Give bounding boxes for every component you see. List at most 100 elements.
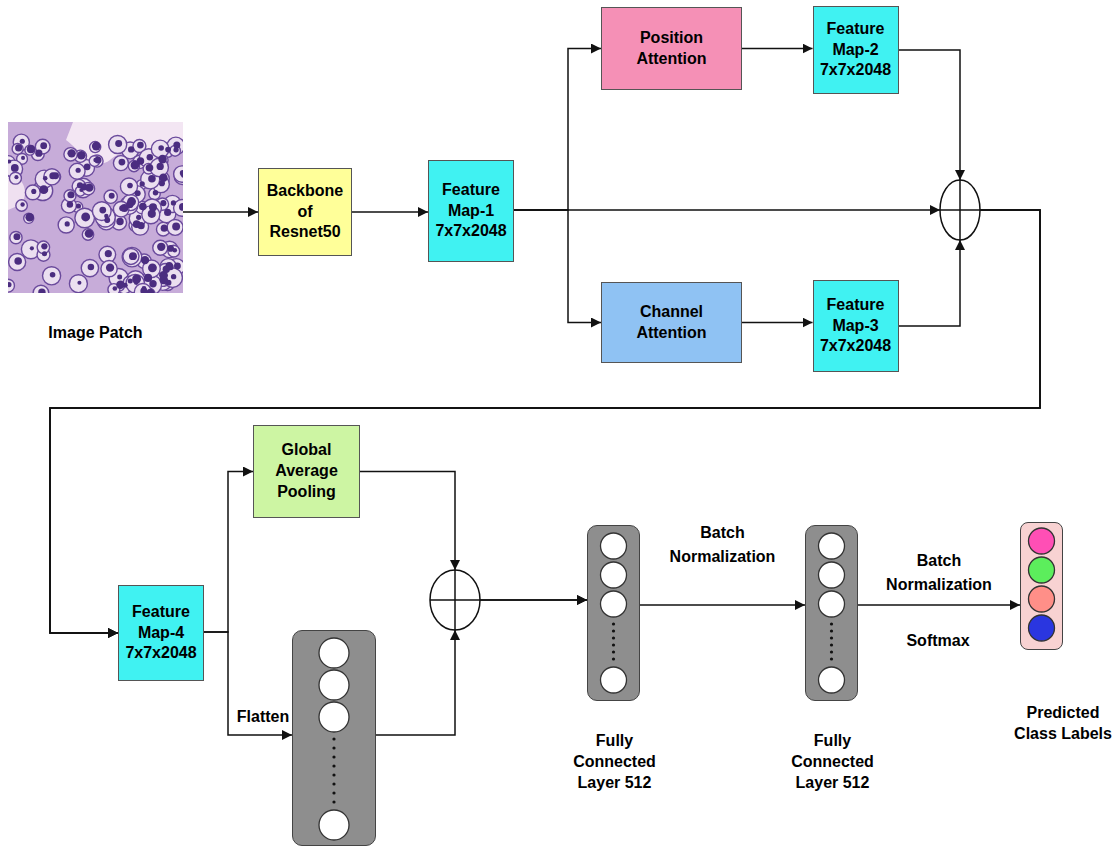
cell-nucleus bbox=[21, 156, 25, 160]
cell-nucleus bbox=[50, 272, 56, 278]
arrow-head bbox=[450, 630, 460, 640]
ellipsis-dot bbox=[612, 657, 615, 660]
node-label: Feature Map-3 7x7x2048 bbox=[818, 295, 894, 357]
cell-shape bbox=[75, 208, 95, 228]
cell-shape bbox=[10, 232, 22, 244]
cell-shape bbox=[8, 279, 14, 292]
ellipsis-dot bbox=[332, 791, 335, 794]
cell-nucleus bbox=[158, 145, 164, 151]
connector-arrow bbox=[376, 600, 587, 735]
cell-nucleus bbox=[160, 200, 166, 206]
cell-nucleus bbox=[99, 207, 106, 214]
ellipsis-dot bbox=[332, 764, 335, 767]
operation-label: Softmax bbox=[888, 631, 988, 652]
cell-nucleus bbox=[35, 150, 42, 157]
cell-nucleus bbox=[130, 253, 135, 258]
ellipsis-dot bbox=[612, 643, 615, 646]
cell-nucleus bbox=[135, 190, 141, 196]
cell-shape bbox=[122, 247, 142, 267]
cell-nucleus bbox=[161, 225, 168, 232]
cell-shape bbox=[12, 143, 23, 154]
cell-nucleus bbox=[138, 222, 145, 229]
node-label: Position Attention bbox=[617, 28, 727, 70]
cell-shape bbox=[104, 190, 117, 203]
cell-shape bbox=[43, 267, 61, 285]
ellipsis-dot bbox=[830, 622, 833, 625]
cell-nucleus bbox=[104, 217, 110, 223]
arrow-head bbox=[955, 170, 965, 180]
cell-shape bbox=[113, 156, 128, 171]
cell-nucleus bbox=[171, 274, 176, 279]
plus-sign bbox=[430, 599, 480, 601]
cell-nucleus bbox=[30, 246, 34, 250]
node-label: Global Average Pooling bbox=[261, 440, 353, 502]
cell-nucleus bbox=[153, 190, 158, 195]
cell-nucleus bbox=[113, 286, 118, 291]
ellipsis-dot bbox=[612, 622, 615, 625]
image-patch: Image Patch bbox=[8, 122, 183, 293]
cell-nucleus bbox=[128, 146, 134, 152]
cell-shape bbox=[167, 220, 183, 236]
node-label: Feature Map-4 7x7x2048 bbox=[123, 602, 199, 664]
connector-arrow bbox=[640, 604, 805, 606]
cell-nucleus bbox=[147, 154, 154, 161]
cell-nucleus bbox=[164, 209, 171, 216]
ellipsis-dot bbox=[830, 657, 833, 660]
dense-layer: Fully Connected Layer 512 bbox=[587, 525, 640, 701]
cell-nucleus bbox=[131, 161, 140, 170]
sum-junction bbox=[430, 570, 480, 630]
sum-junction bbox=[940, 180, 980, 240]
cell-nucleus bbox=[172, 248, 177, 253]
cell-shape bbox=[25, 185, 40, 200]
neuron-circle bbox=[819, 591, 845, 617]
neuron-circle bbox=[601, 533, 627, 559]
neuron-circle bbox=[319, 810, 349, 840]
ellipsis-dot bbox=[830, 636, 833, 639]
node-label: Backbone of Resnet50 bbox=[264, 181, 346, 243]
cell-nucleus bbox=[119, 159, 126, 166]
cell-shape bbox=[69, 275, 87, 293]
cell-shape bbox=[153, 240, 168, 255]
histology-image bbox=[8, 122, 183, 293]
neuron-circle bbox=[819, 562, 845, 588]
neuron-column bbox=[1021, 523, 1062, 649]
node-label: Fully Connected Layer 512 bbox=[783, 731, 883, 793]
cell-nucleus bbox=[79, 188, 83, 192]
node-label: Fully Connected Layer 512 bbox=[565, 731, 665, 793]
cell-nucleus bbox=[84, 164, 91, 171]
node-label: Flatten bbox=[235, 707, 291, 728]
cell-nucleus bbox=[43, 176, 48, 181]
dense-layer: Fully Connected Layer 512 bbox=[805, 525, 858, 701]
cell-nucleus bbox=[148, 210, 156, 218]
cell-nucleus bbox=[119, 205, 125, 211]
cell-nucleus bbox=[179, 203, 183, 211]
cell-nucleus bbox=[117, 275, 122, 280]
cell-nucleus bbox=[67, 191, 74, 198]
cell-nucleus bbox=[128, 279, 133, 284]
neuron-circle bbox=[601, 667, 627, 693]
cell-nucleus bbox=[38, 288, 45, 293]
attention-box: Position Attention bbox=[601, 7, 742, 90]
ellipsis-dot bbox=[332, 746, 335, 749]
cell-nucleus bbox=[106, 264, 114, 272]
cell-nucleus bbox=[172, 223, 180, 231]
ellipsis-dot bbox=[332, 755, 335, 758]
cell-nucleus bbox=[159, 180, 165, 186]
node-label: Feature Map-2 7x7x2048 bbox=[818, 19, 894, 81]
cell-nucleus bbox=[173, 147, 178, 152]
cell-nucleus bbox=[88, 264, 95, 271]
cell-nucleus bbox=[136, 215, 141, 220]
node-label: Channel Attention bbox=[617, 302, 727, 344]
cell-nucleus bbox=[67, 201, 73, 207]
cell-nucleus bbox=[27, 145, 35, 153]
cell-nucleus bbox=[137, 142, 144, 149]
cell-nucleus bbox=[139, 203, 147, 211]
cell-shape bbox=[174, 166, 183, 182]
cell-nucleus bbox=[115, 140, 122, 147]
node-label: Image Patch bbox=[8, 323, 183, 344]
cell-nucleus bbox=[42, 251, 47, 256]
cell-nucleus bbox=[81, 213, 90, 222]
cell-shape bbox=[81, 259, 98, 276]
cell-nucleus bbox=[76, 203, 81, 208]
neuron-circle bbox=[319, 638, 349, 668]
